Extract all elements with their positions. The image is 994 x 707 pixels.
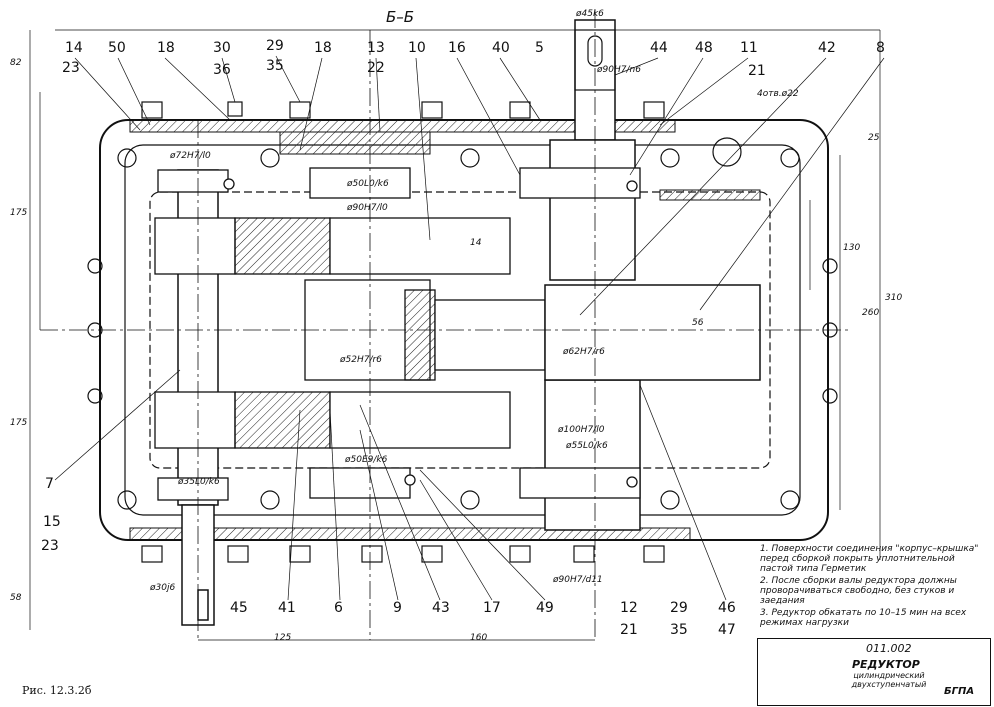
dim-25: 25 (868, 133, 880, 143)
dim-fit1: ø90H7/n6 (596, 65, 641, 75)
housing-walls (129, 119, 761, 541)
bottom-bolts (141, 545, 665, 563)
dim-top-shaft: ø45k6 (575, 9, 604, 19)
note-2: 2. После сборки валы редуктора должны пр… (760, 576, 957, 606)
callout-29a: 29 (266, 38, 284, 54)
leader-lines (54, 55, 885, 601)
callout-21-bottom: 21 (620, 622, 638, 638)
dim-fit6: ø62H7/r6 (562, 347, 605, 357)
flange-holes (87, 137, 838, 510)
dim-160: 160 (470, 633, 487, 643)
callout-36: 36 (213, 62, 231, 78)
callout-15: 15 (43, 514, 61, 530)
callout-5: 5 (535, 40, 544, 56)
note-3: 3. Редуктор обкатать по 10–15 мин на все… (760, 608, 967, 628)
callout-49: 49 (536, 600, 554, 616)
dim-fit7: ø100H7/l0 (557, 425, 605, 435)
callout-30: 30 (213, 40, 231, 56)
callout-45: 45 (230, 600, 248, 616)
drawing-subtitle: цилиндрический двухступенчатый (851, 671, 927, 689)
callout-43: 43 (432, 600, 450, 616)
callout-44: 44 (650, 40, 668, 56)
callout-40: 40 (492, 40, 510, 56)
dim-fit9: ø50E9/k6 (344, 455, 388, 465)
output-shaft-end (574, 29, 616, 91)
callout-17: 17 (483, 600, 501, 616)
callout-21-top: 21 (748, 63, 766, 79)
dim-56: 56 (692, 318, 704, 328)
callout-10: 10 (408, 40, 426, 56)
callout-48: 48 (695, 40, 713, 56)
dim-82: 82 (10, 58, 22, 68)
dim-130: 130 (843, 243, 860, 253)
dim-fit2: ø72H7/l0 (169, 151, 211, 161)
callout-13: 13 (367, 40, 385, 56)
callout-29-bottom: 29 (670, 600, 688, 616)
callout-6: 6 (334, 600, 343, 616)
dim-fit11: ø90H7/d11 (552, 575, 603, 585)
callout-12: 12 (620, 600, 638, 616)
callout-42: 42 (818, 40, 836, 56)
drawing-title: РЕДУКТОР (852, 658, 920, 671)
centerlines (40, 10, 850, 640)
callout-16: 16 (448, 40, 466, 56)
dim-310: 310 (885, 293, 902, 303)
dim-shaft-out: ø30j6 (149, 583, 175, 593)
bearings (157, 167, 641, 501)
intermediate-gears (234, 217, 546, 449)
callout-50: 50 (108, 40, 126, 56)
drawing-code: 011.002 (866, 642, 912, 655)
dim-fit10: ø35L0/k6 (177, 477, 220, 487)
dim-260: 260 (862, 308, 879, 318)
technical-notes: 1. Поверхности соединения "корпус–крышка… (760, 544, 990, 630)
dim-holes: 4отв.ø22 (757, 89, 799, 99)
dim-125: 125 (274, 633, 291, 643)
dim-fit3: ø50L0/k6 (346, 179, 389, 189)
callout-14: 14 (65, 40, 83, 56)
callout-7: 7 (45, 476, 54, 492)
dim-fit4: ø90H7/l0 (346, 203, 388, 213)
callout-18b: 18 (314, 40, 332, 56)
input-pinions (154, 217, 236, 449)
callout-23-top: 23 (62, 60, 80, 76)
dim-175b: 175 (10, 418, 27, 428)
callout-9: 9 (393, 600, 402, 616)
callout-18a: 18 (157, 40, 175, 56)
section-title: Б–Б (386, 8, 415, 26)
callout-46: 46 (718, 600, 736, 616)
note-1: 1. Поверхности соединения "корпус–крышка… (760, 544, 979, 574)
dim-14: 14 (470, 238, 482, 248)
organization: БГПА (944, 686, 975, 697)
dimension-lines (29, 29, 881, 641)
callout-8: 8 (876, 40, 885, 56)
dim-fit8: ø55L0/k6 (565, 441, 608, 451)
callout-47: 47 (718, 622, 736, 638)
dim-175a: 175 (10, 208, 27, 218)
title-block (757, 638, 991, 706)
figure-caption: Рис. 12.3.2б (22, 684, 92, 697)
output-shaft (544, 19, 761, 531)
callout-35-bottom: 35 (670, 622, 688, 638)
callout-23-bottom: 23 (41, 538, 59, 554)
dim-58: 58 (10, 593, 22, 603)
callout-22: 22 (367, 60, 385, 76)
callout-41: 41 (278, 600, 296, 616)
dim-fit5: ø52H7/r6 (339, 355, 382, 365)
callout-11: 11 (740, 40, 758, 56)
